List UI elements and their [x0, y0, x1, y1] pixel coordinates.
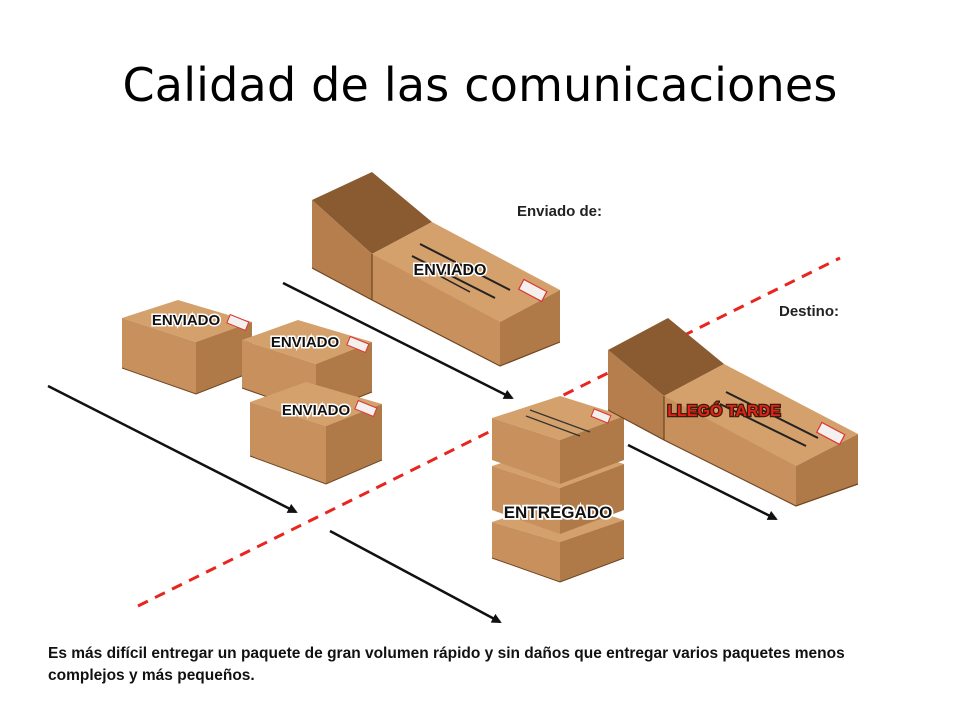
arrow-late-out: [627, 443, 778, 521]
small-package-3: [249, 382, 383, 485]
slide-title: Calidad de las comunicaciones: [122, 58, 838, 112]
small-package-2-label: ENVIADO: [271, 334, 340, 351]
arrow-large-in: [282, 281, 514, 400]
large-package-label: ENVIADO: [414, 262, 487, 279]
large-package-late: [607, 318, 859, 507]
arrow-small-left: [47, 384, 298, 514]
delivered-stack: [491, 396, 625, 583]
network-boundary-line: [137, 256, 841, 608]
diagram-caption: Es más difícil entregar un paquete de gr…: [48, 645, 845, 684]
small-package-1: [121, 300, 253, 395]
large-package-sent: [311, 172, 561, 367]
arrow-small-lower: [329, 529, 502, 624]
destination-label: Destino:: [779, 303, 839, 320]
sent-from-label: Enviado de:: [517, 203, 602, 220]
late-label: LLEGÓ TARDE: [667, 401, 781, 420]
small-package-1-label: ENVIADO: [152, 312, 221, 329]
delivered-label: ENTREGADO: [504, 503, 613, 522]
small-package-3-label: ENVIADO: [282, 402, 351, 419]
